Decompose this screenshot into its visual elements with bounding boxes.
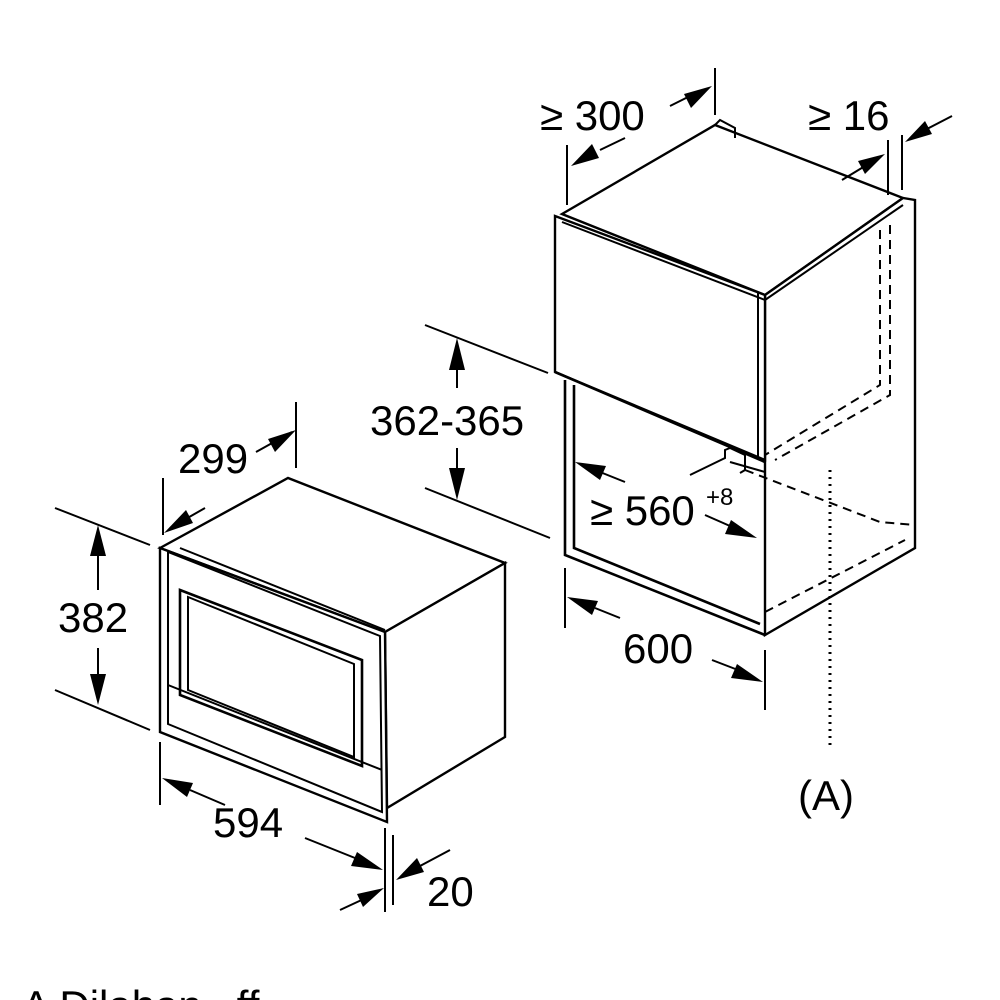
dim-label-560-tolerance: +8 (706, 484, 733, 511)
arrowhead-icon (575, 462, 606, 480)
arrowhead-icon (164, 510, 193, 533)
cabinet-hidden-side-2 (774, 225, 891, 461)
footer-cutoff: A Dilahan ..ff (22, 982, 260, 1000)
appliance-control-strip (167, 684, 383, 771)
cabinet-side-top-edge (764, 204, 904, 301)
dim-label-16: ≥ 16 (808, 92, 889, 139)
arrowhead-icon (684, 86, 712, 108)
arrowhead-icon (725, 520, 757, 538)
arrowhead-icon (162, 778, 193, 797)
dim-label-300: ≥ 300 (540, 92, 645, 139)
arrowhead-icon (449, 468, 465, 500)
appliance-door-window (178, 588, 364, 768)
cabinet-shelf-line (729, 461, 766, 473)
arrowhead-icon (571, 144, 599, 166)
arrowhead-icon (449, 338, 465, 370)
dim-cabinet-width: 600 (564, 568, 766, 710)
appliance-front-frame (167, 551, 384, 814)
dim-niche-height: 362-365 (370, 324, 551, 539)
arrowhead-icon (731, 664, 763, 682)
dim-appliance-height: 382 (54, 507, 151, 731)
cabinet-hidden-floor (744, 469, 916, 526)
dim-label-20: 20 (427, 868, 474, 915)
appliance-top-edge (179, 547, 386, 631)
arrowhead-icon (351, 852, 383, 870)
dim-niche-width: ≥ 560 +8 (575, 462, 757, 538)
dim-label-594: 594 (213, 799, 283, 846)
callout-a-label: (A) (798, 772, 854, 819)
cabinet-top-notch (714, 118, 736, 138)
dim-label-600: 600 (623, 625, 693, 672)
cabinet-shelf-bracket (689, 446, 746, 476)
arrowhead-icon (858, 154, 885, 174)
cabinet-drawing (553, 118, 917, 638)
appliance-door-window-inner (187, 595, 355, 759)
dim-appliance-depth: 299 (162, 402, 297, 535)
arrowhead-icon (90, 525, 106, 556)
cabinet-niche-inner (572, 385, 761, 626)
arrowhead-icon (905, 121, 932, 142)
arrowhead-icon (357, 888, 384, 907)
dim-label-560: ≥ 560 (590, 487, 695, 534)
dim-label-382: 382 (58, 594, 128, 641)
arrowhead-icon (90, 674, 106, 705)
callout-a: (A) (798, 470, 854, 819)
cabinet-hidden-side (764, 230, 881, 456)
dim-label-299: 299 (178, 435, 248, 482)
cabinet-top-front-edge (561, 221, 766, 301)
cabinet-hidden-floor-2 (764, 539, 906, 613)
arrowhead-icon (268, 430, 296, 452)
dim-label-362-365: 362-365 (370, 397, 524, 444)
appliance-drawing (157, 476, 508, 824)
dim-appliance-front-offset: 20 (339, 835, 474, 915)
arrowhead-icon (396, 858, 424, 880)
cabinet-niche-opening (563, 380, 766, 637)
arrowhead-icon (567, 597, 598, 615)
dim-appliance-width: 594 (159, 742, 386, 912)
footer-cutoff-text: A Dilahan ..ff (22, 982, 260, 1000)
dim-niche-side-clearance: ≥ 16 (808, 92, 953, 195)
dim-niche-depth: ≥ 300 (540, 68, 716, 205)
